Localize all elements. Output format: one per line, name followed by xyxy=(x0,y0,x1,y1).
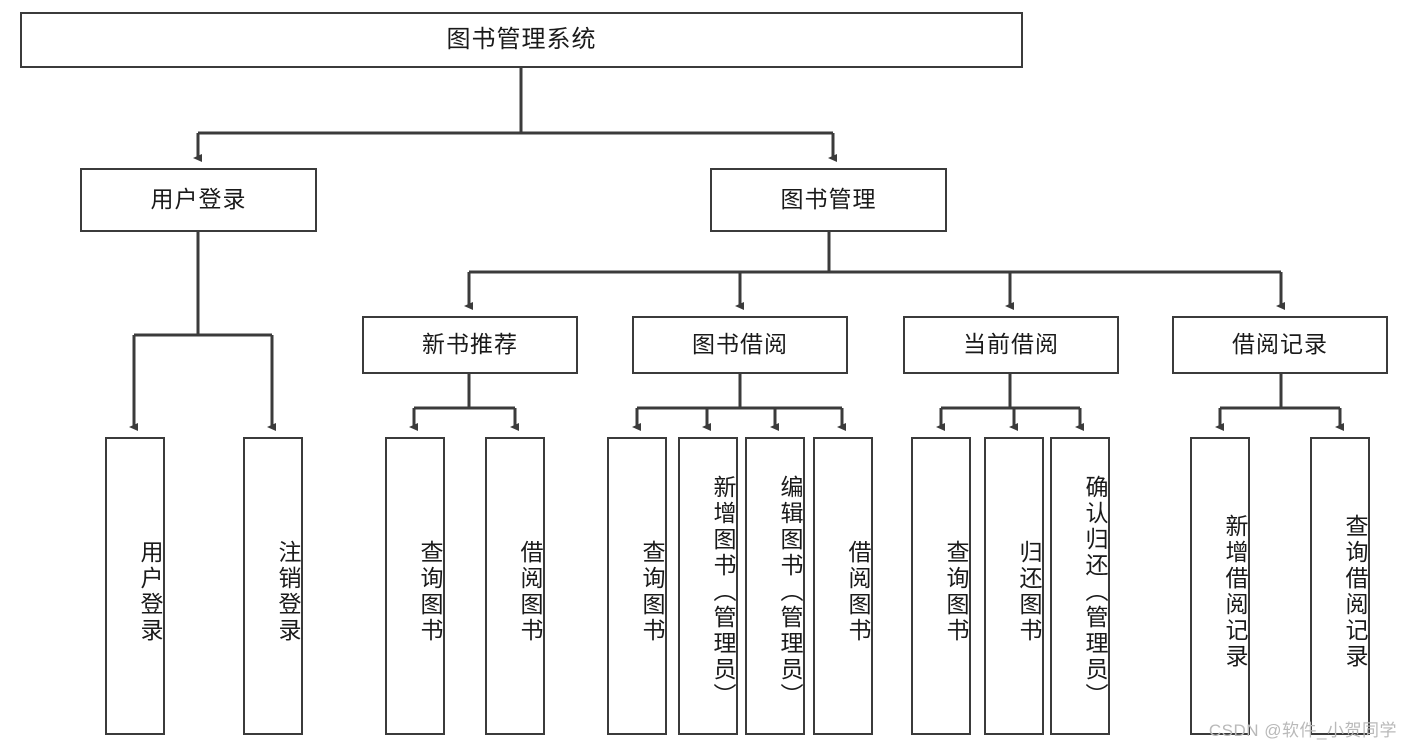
node-current-borrow[interactable]: 当前借阅 xyxy=(903,316,1119,374)
node-user-login[interactable]: 用户登录 xyxy=(80,168,317,232)
node-book-manage[interactable]: 图书管理 xyxy=(710,168,947,232)
leaf-logout-login[interactable]: 注销登录 xyxy=(243,437,303,735)
node-borrow-record[interactable]: 借阅记录 xyxy=(1172,316,1388,374)
leaf-edit-book-admin[interactable]: 编辑图书（管理员） xyxy=(745,437,805,735)
leaf-borrow-book-recommend[interactable]: 借阅图书 xyxy=(485,437,545,735)
leaf-query-borrow-record[interactable]: 查询借阅记录 xyxy=(1310,437,1370,735)
leaf-return-book[interactable]: 归还图书 xyxy=(984,437,1044,735)
node-root[interactable]: 图书管理系统 xyxy=(20,12,1023,68)
leaf-add-borrow-record[interactable]: 新增借阅记录 xyxy=(1190,437,1250,735)
leaf-borrow-book[interactable]: 借阅图书 xyxy=(813,437,873,735)
leaf-query-book-current[interactable]: 查询图书 xyxy=(911,437,971,735)
node-new-book-recommend[interactable]: 新书推荐 xyxy=(362,316,578,374)
leaf-user-login[interactable]: 用户登录 xyxy=(105,437,165,735)
leaf-query-book-recommend[interactable]: 查询图书 xyxy=(385,437,445,735)
node-book-borrow[interactable]: 图书借阅 xyxy=(632,316,848,374)
leaf-query-book-borrow[interactable]: 查询图书 xyxy=(607,437,667,735)
leaf-confirm-return-admin[interactable]: 确认归还（管理员） xyxy=(1050,437,1110,735)
leaf-add-book-admin[interactable]: 新增图书（管理员） xyxy=(678,437,738,735)
watermark-text: CSDN @软件_小贺同学 xyxy=(1208,721,1397,740)
